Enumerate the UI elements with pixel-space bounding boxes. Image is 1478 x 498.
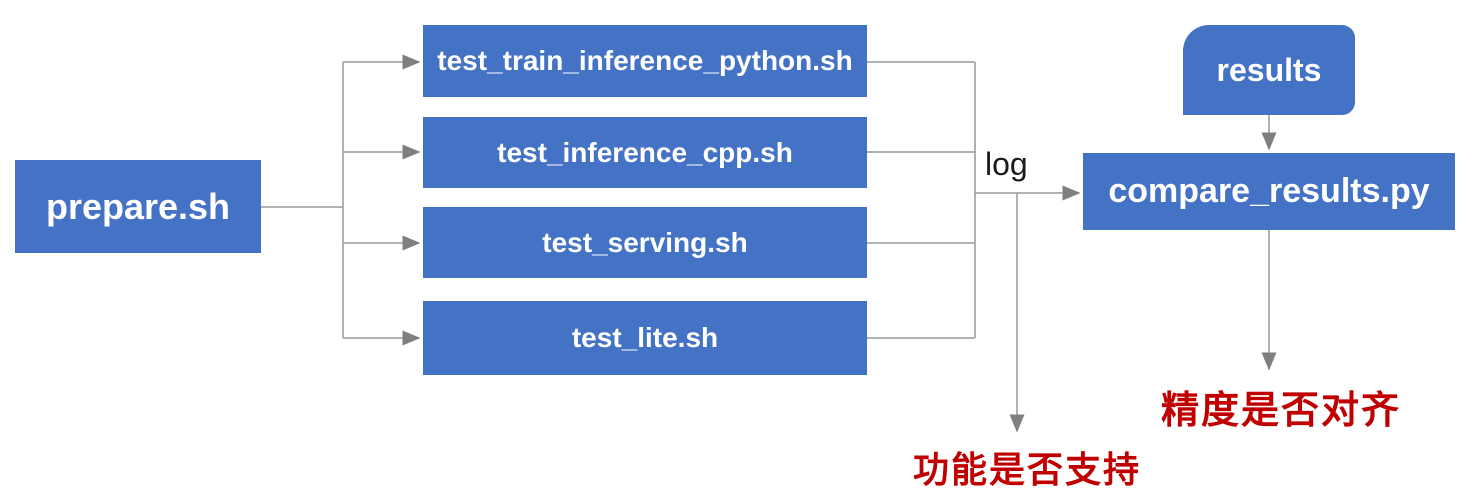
function-support-annotation: 功能是否支持	[913, 449, 1142, 490]
node-test-lite-label: test_lite.sh	[571, 322, 719, 353]
node-test-lite: test_lite.sh	[423, 301, 867, 375]
log-annotation: log	[985, 146, 1028, 182]
node-test-inference-cpp: test_inference_cpp.sh	[423, 117, 867, 188]
node-prepare-sh-label: prepare.sh	[45, 185, 231, 227]
node-results-label: results	[1216, 51, 1322, 88]
node-prepare-sh: prepare.sh	[15, 160, 261, 253]
node-test-inference-cpp-label: test_inference_cpp.sh	[497, 136, 793, 168]
node-test-serving: test_serving.sh	[423, 207, 867, 278]
accuracy-aligned-annotation: 精度是否对齐	[1161, 390, 1402, 432]
node-test-train-inference-python: test_train_inference_python.sh	[423, 25, 867, 97]
node-results: results	[1183, 25, 1355, 115]
node-compare-results-py: compare_results.py	[1083, 153, 1455, 230]
node-test-train-inference-python-label: test_train_inference_python.sh	[437, 45, 853, 76]
node-compare-results-py-label: compare_results.py	[1108, 172, 1430, 210]
node-test-serving-label: test_serving.sh	[542, 226, 748, 258]
